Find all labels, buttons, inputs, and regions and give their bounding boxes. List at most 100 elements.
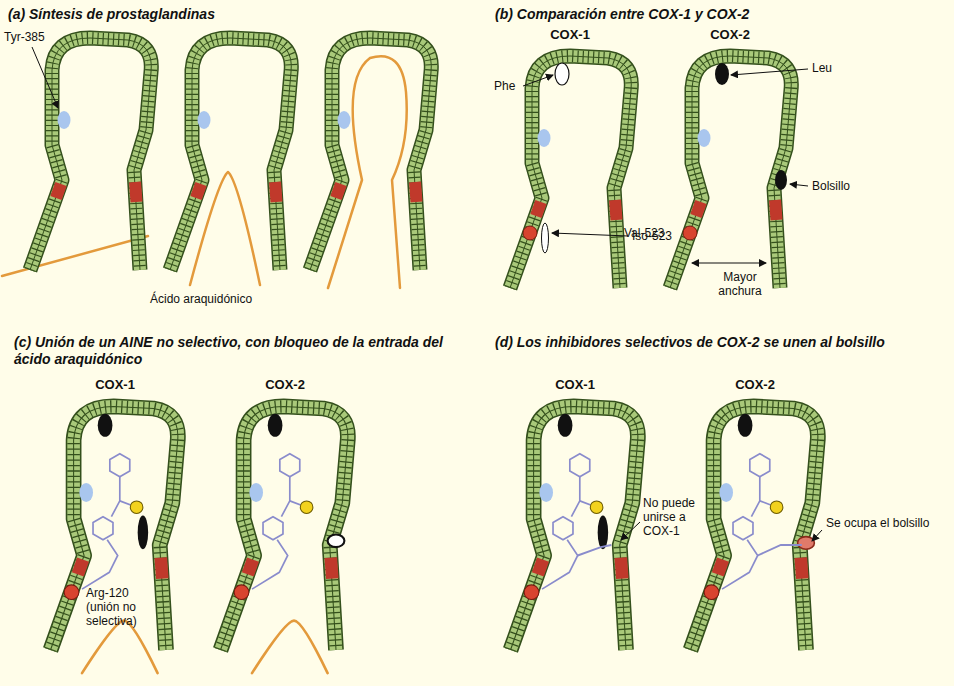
dimension-label: Mayor anchura	[712, 270, 768, 298]
red-residue	[696, 202, 701, 216]
strand-fill	[510, 56, 631, 288]
drug-bond	[111, 477, 119, 517]
cox-enzyme	[691, 406, 818, 650]
residue-label: Tyr-385	[4, 30, 64, 44]
red-residue	[718, 560, 723, 575]
tyr385-residue	[719, 483, 733, 502]
leader-line	[621, 522, 640, 540]
red-residue	[331, 558, 333, 579]
red-residue	[248, 560, 253, 575]
drug-ring	[110, 454, 130, 477]
red-residue	[538, 560, 543, 575]
iso523-residue	[598, 516, 609, 550]
drug-ring	[280, 454, 300, 477]
cox-enzyme	[2, 38, 151, 276]
enzyme-label: COX-2	[715, 378, 795, 392]
enzyme-label: COX-1	[75, 378, 155, 392]
strand-midline	[510, 56, 631, 288]
strand-midline	[310, 38, 431, 270]
drug-ring	[263, 517, 283, 540]
strand-outline	[670, 56, 791, 288]
red-residue	[135, 182, 137, 202]
red-residue	[621, 558, 623, 579]
drug-ring	[733, 517, 753, 540]
red-residue	[415, 182, 417, 202]
cox-enzyme	[221, 406, 348, 673]
red-residue	[775, 200, 777, 220]
strand-beads	[30, 38, 151, 270]
drug-atom	[300, 501, 313, 514]
leu-residue	[98, 414, 113, 437]
drug-side-chain	[578, 545, 612, 556]
strand-outline	[510, 56, 631, 288]
pocket	[328, 535, 345, 548]
red-residue	[196, 184, 201, 198]
tyr385-residue	[58, 111, 71, 129]
red-residue	[801, 558, 803, 579]
residue-label: Arg-120 (unión no selectiva)	[86, 586, 152, 628]
strand-outline	[511, 406, 638, 650]
tyr385-residue	[249, 483, 263, 502]
tyr385-residue	[698, 129, 711, 147]
drug-chain	[542, 540, 578, 589]
strand-outline	[310, 38, 431, 270]
strand-beads	[221, 406, 348, 650]
drug-atom	[130, 501, 143, 514]
leu-residue	[558, 414, 573, 437]
leader-line	[731, 69, 808, 75]
iso523-residue	[542, 223, 549, 253]
strand-midline	[221, 406, 348, 650]
cox-enzyme	[670, 56, 791, 288]
strand-fill	[51, 406, 178, 650]
strand-beads	[670, 56, 791, 288]
strand-midline	[170, 38, 291, 270]
arachidonic-acid	[2, 236, 148, 276]
strand-fill	[691, 406, 818, 650]
enzyme-label: COX-2	[245, 378, 325, 392]
tyr385-residue	[338, 111, 351, 129]
drug-bond	[571, 477, 579, 517]
strand-fill	[221, 406, 348, 650]
enzyme-label: COX-1	[535, 378, 615, 392]
drug-atom	[590, 501, 603, 514]
enzyme-label: COX-2	[690, 28, 770, 42]
panel-title: (a) Síntesis de prostaglandinas	[8, 6, 448, 23]
panel-title: (d) Los inhibidores selectivos de COX-2 …	[495, 334, 935, 351]
drug-chain	[82, 540, 118, 589]
strand-midline	[670, 56, 791, 288]
cox-enzyme	[51, 406, 178, 673]
red-residue	[56, 184, 61, 198]
red-residue	[78, 560, 83, 575]
red-residue	[615, 200, 617, 220]
drug-bond	[751, 477, 759, 517]
residue-523-120	[64, 585, 79, 600]
red-residue	[336, 184, 341, 198]
residue-label: Bolsillo	[812, 179, 882, 193]
leu-residue	[715, 63, 729, 85]
residue-523-120	[683, 226, 697, 240]
strand-beads	[511, 406, 638, 650]
drug-ring	[93, 517, 113, 540]
residue-label: Leu	[812, 61, 852, 75]
drug-chain	[722, 540, 758, 589]
arachidonic-acid	[190, 172, 260, 285]
leader-line	[552, 233, 628, 236]
width-arrow	[692, 262, 766, 263]
strand-outline	[221, 406, 348, 650]
leader-line	[790, 184, 808, 186]
cox-enzyme	[170, 38, 291, 285]
red-residue	[536, 202, 541, 216]
phe-residue	[555, 63, 569, 85]
enzyme-label: COX-1	[530, 28, 610, 42]
strand-fill	[670, 56, 791, 288]
strand-fill	[310, 38, 431, 270]
drug-chain	[252, 540, 288, 589]
strand-midline	[691, 406, 818, 650]
strand-fill	[170, 38, 291, 270]
strand-midline	[511, 406, 638, 650]
note-label: Se ocupa el bolsillo	[826, 516, 946, 530]
molecule-label: Ácido araquidónico	[150, 292, 300, 306]
strand-fill	[511, 406, 638, 650]
cox-enzyme	[310, 38, 431, 288]
drug-ring	[750, 454, 770, 477]
